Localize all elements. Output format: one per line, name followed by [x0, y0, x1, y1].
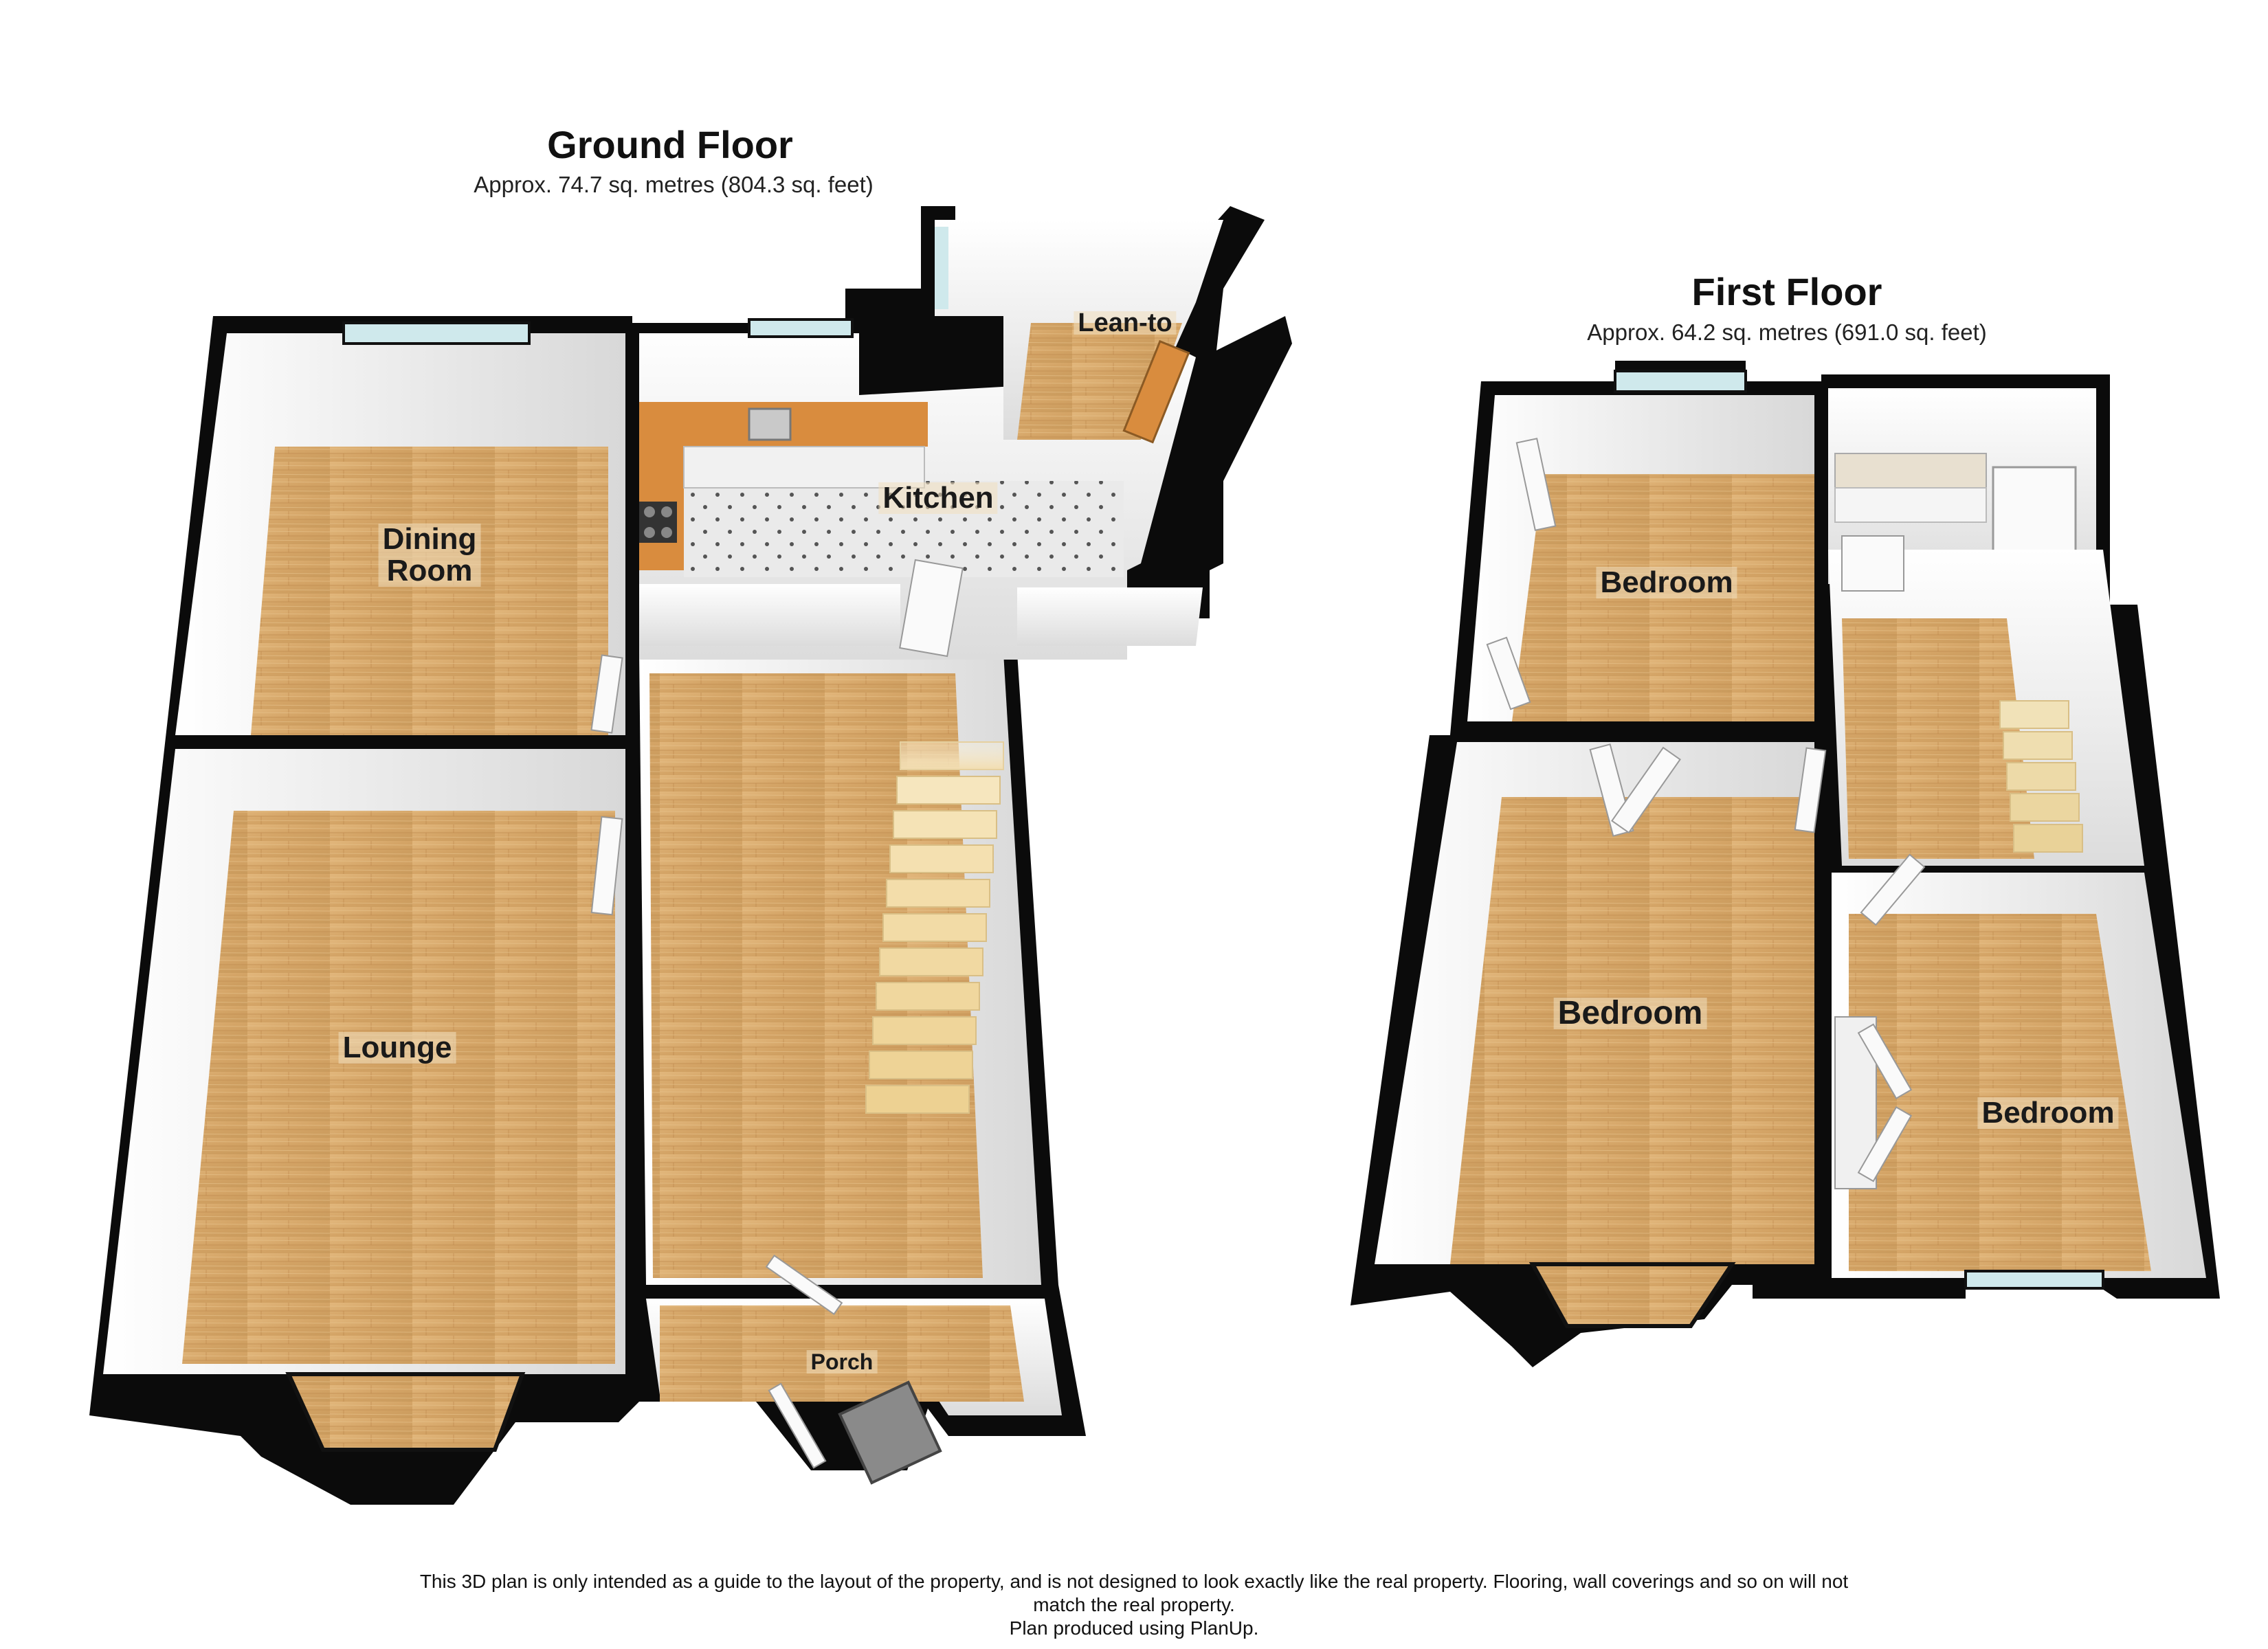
lean-to-door: [1122, 339, 1190, 444]
disclaimer-line-1: This 3D plan is only intended as a guide…: [419, 1571, 1849, 1615]
lounge-door: [590, 816, 623, 916]
room-label-bedroom-top: Bedroom: [1596, 567, 1737, 598]
cupboard-door-top: [1486, 636, 1531, 710]
room-label-lounge: Lounge: [338, 1032, 456, 1064]
kitchen-units: [683, 446, 925, 489]
landing-stairs: [1999, 700, 2083, 853]
first-floor-area: Approx. 64.2 sq. metres (691.0 sq. feet): [1587, 319, 1987, 345]
first-floor-plan: [1350, 361, 2220, 1367]
bathroom-door: [1841, 535, 1904, 592]
top-bedroom-window: [1614, 370, 1747, 393]
kitchen-lower-wall: [639, 584, 900, 646]
wardrobe-door-left-b: [1611, 746, 1681, 834]
front-door: [768, 1382, 827, 1469]
dining-door: [590, 654, 623, 734]
dining-room-floor: [251, 447, 608, 735]
sink: [748, 407, 792, 441]
wardrobe-door-top: [1515, 438, 1557, 531]
right-bedroom-door: [1860, 853, 1926, 926]
bathroom-units: [1834, 487, 1987, 523]
room-label-bedroom-left: Bedroom: [1553, 997, 1707, 1030]
staircase: [865, 741, 1004, 1114]
left-bedroom-bay: [1528, 1262, 1736, 1328]
dining-bay-window: [342, 322, 531, 345]
landing-floor: [1842, 618, 2034, 859]
room-label-lean-to: Lean-to: [1074, 310, 1177, 336]
lean-to-glazing: [935, 227, 948, 309]
ground-floor-area: Approx. 74.7 sq. metres (804.3 sq. feet): [474, 172, 874, 197]
left-bedroom-floor: [1450, 797, 1814, 1264]
right-bedroom-window: [1964, 1270, 2104, 1290]
left-bedroom-door: [1794, 747, 1827, 833]
kitchen-worktop: [639, 402, 928, 570]
room-label-bedroom-right: Bedroom: [1977, 1097, 2119, 1129]
kitchen-window: [748, 318, 854, 338]
right-wardrobe-door-b: [1857, 1106, 1913, 1182]
first-floor-title: First Floor: [1691, 270, 1882, 313]
doormat: [838, 1380, 942, 1485]
room-label-dining: Dining Room: [378, 524, 481, 587]
ground-floor-plan: [89, 206, 1292, 1505]
right-bedroom-floor: [1849, 914, 2151, 1271]
lounge-floor: [182, 811, 615, 1364]
porch-inner-door: [765, 1255, 843, 1315]
bathroom-vanity: [1834, 453, 1987, 489]
disclaimer-line-2: Plan produced using PlanUp.: [1009, 1617, 1259, 1639]
disclaimer: This 3D plan is only intended as a guide…: [412, 1570, 1856, 1640]
hob: [639, 502, 677, 543]
right-wardrobe-door-a: [1857, 1023, 1913, 1099]
ground-floor-title: Ground Floor: [547, 123, 793, 166]
utility-room-walls: [1017, 587, 1203, 646]
room-label-kitchen: Kitchen: [878, 482, 998, 514]
kitchen-door: [899, 559, 964, 658]
room-label-porch: Porch: [806, 1350, 878, 1373]
lounge-bay-window: [285, 1372, 526, 1452]
